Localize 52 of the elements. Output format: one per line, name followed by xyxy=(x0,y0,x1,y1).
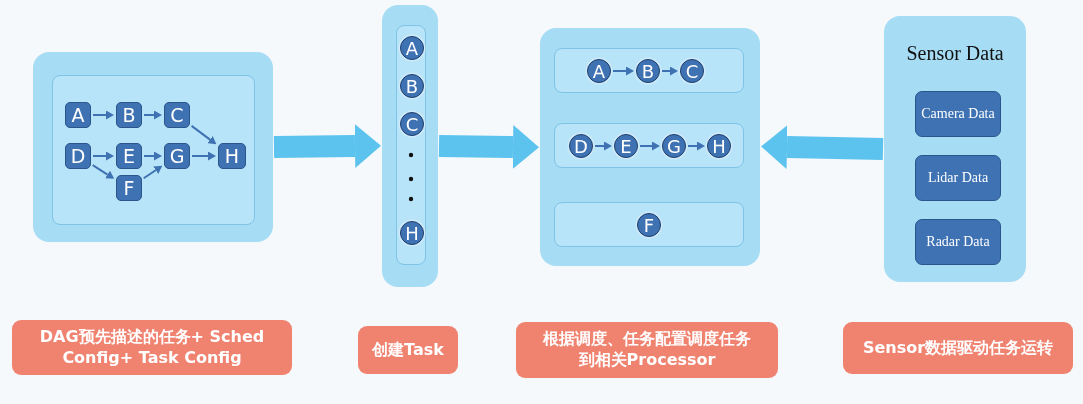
task-circle: F xyxy=(637,213,661,237)
arrow xyxy=(191,151,216,161)
task-square: D xyxy=(65,143,91,169)
group-panel xyxy=(554,123,744,168)
arrow xyxy=(687,141,705,151)
data-box: Lidar Data xyxy=(915,155,1001,201)
group-panel xyxy=(396,25,426,265)
task-circle: A xyxy=(587,59,611,83)
block-arrow xyxy=(273,124,381,168)
group-panel xyxy=(52,75,255,225)
task-square: C xyxy=(164,102,190,128)
data-box: Camera Data xyxy=(915,91,1001,137)
task-circle: C xyxy=(680,59,704,83)
panel-background xyxy=(540,28,760,266)
task-circle: B xyxy=(400,74,424,98)
arrow xyxy=(661,66,678,76)
data-box: Radar Data xyxy=(915,219,1001,265)
task-circle: C xyxy=(400,112,424,136)
panel-background xyxy=(382,5,438,287)
arrow xyxy=(142,165,163,180)
task-square: H xyxy=(218,143,246,169)
task-circle: E xyxy=(614,134,638,158)
block-arrow xyxy=(761,125,884,169)
block-arrow xyxy=(438,125,539,169)
arrow xyxy=(612,66,634,76)
task-square: F xyxy=(116,175,142,201)
arrow xyxy=(92,151,114,161)
caption-banner: 根据调度、任务配置调度任务到相关Processor xyxy=(516,322,778,378)
arrow xyxy=(639,141,660,151)
task-circle: B xyxy=(636,59,660,83)
group-panel xyxy=(554,202,744,247)
task-circle: D xyxy=(569,134,593,158)
arrow xyxy=(143,151,162,161)
caption-banner: 创建Task xyxy=(358,326,458,374)
arrow xyxy=(190,124,217,145)
arrow xyxy=(143,110,162,120)
arrow xyxy=(91,164,115,179)
arrow xyxy=(594,141,612,151)
task-square: G xyxy=(164,143,190,169)
caption-banner: DAG预先描述的任务+ Sched Config+ Task Config xyxy=(12,320,292,375)
caption-banner: Sensor数据驱动任务运转 xyxy=(843,322,1073,374)
task-square: E xyxy=(116,143,142,169)
panel-background xyxy=(33,52,273,242)
group-panel xyxy=(554,48,744,93)
arrow xyxy=(92,110,114,120)
task-circle: H xyxy=(707,134,731,158)
task-circle: H xyxy=(400,221,424,245)
task-square: B xyxy=(116,102,142,128)
task-circle: A xyxy=(400,36,424,60)
task-square: A xyxy=(65,102,91,128)
task-circle: G xyxy=(662,134,686,158)
sensor-data-panel: Sensor Data Camera Data Lidar Data Radar Data xyxy=(884,16,1026,282)
